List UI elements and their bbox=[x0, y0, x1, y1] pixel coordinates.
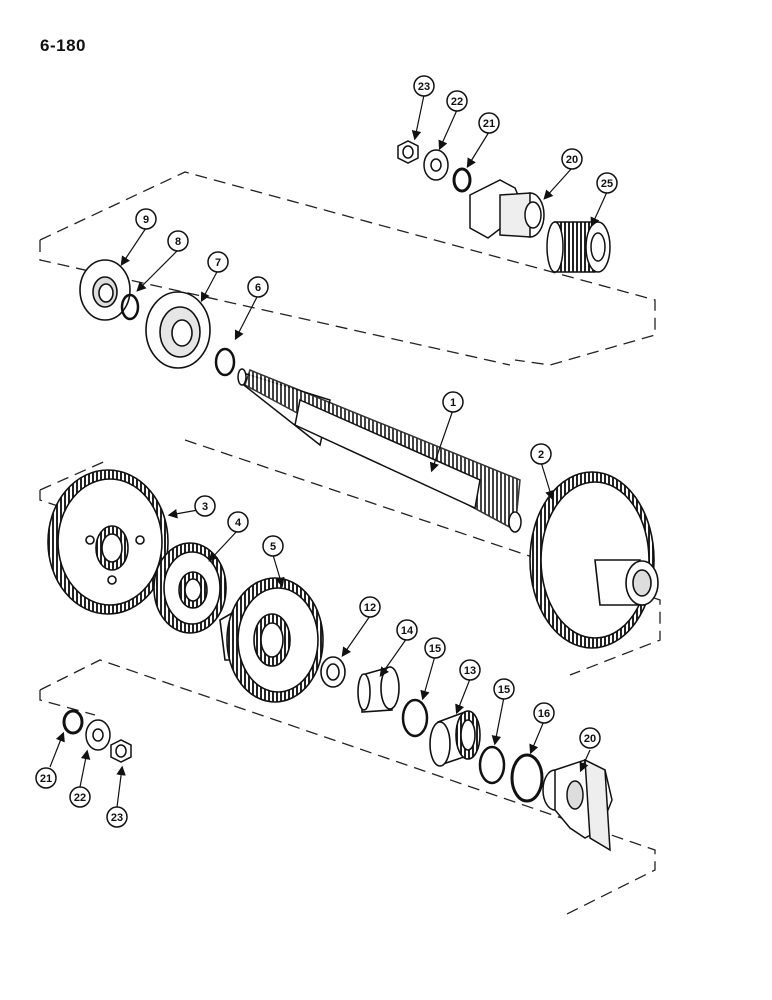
svg-text:20: 20 bbox=[566, 154, 578, 166]
part-25-spline-coupler bbox=[546, 221, 611, 273]
svg-text:8: 8 bbox=[175, 236, 181, 248]
part-3-gear bbox=[47, 469, 169, 615]
callout-5: 5 bbox=[262, 535, 284, 557]
svg-text:2: 2 bbox=[538, 449, 544, 461]
svg-text:13: 13 bbox=[464, 665, 476, 677]
callout-21-lower: 21 bbox=[35, 767, 57, 789]
svg-text:15: 15 bbox=[498, 684, 510, 696]
callout-6: 6 bbox=[247, 276, 269, 298]
callout-14: 14 bbox=[396, 619, 418, 641]
callout-8: 8 bbox=[167, 230, 189, 252]
page-number: 6-180 bbox=[40, 36, 86, 55]
part-20-yoke-top bbox=[469, 179, 545, 239]
part-2-large-gear bbox=[529, 471, 659, 649]
part-21-seal-lower bbox=[62, 709, 84, 735]
svg-text:20: 20 bbox=[584, 733, 596, 745]
part-15-snap-ring-b bbox=[478, 745, 506, 785]
svg-text:3: 3 bbox=[202, 501, 208, 513]
part-6-snap-ring bbox=[214, 347, 236, 377]
svg-text:23: 23 bbox=[418, 81, 430, 93]
svg-text:22: 22 bbox=[74, 792, 86, 804]
callout-25: 25 bbox=[596, 172, 618, 194]
callout-21: 21 bbox=[478, 112, 500, 134]
callout-4: 4 bbox=[227, 511, 249, 533]
part-12-washer bbox=[320, 656, 346, 688]
part-20-yoke-lower bbox=[542, 758, 613, 852]
part-13-needle-bearing bbox=[429, 710, 481, 767]
callout-7: 7 bbox=[207, 251, 229, 273]
svg-text:23: 23 bbox=[111, 812, 123, 824]
part-9-seal bbox=[79, 259, 131, 321]
part-23-nut-top bbox=[397, 140, 419, 164]
svg-text:9: 9 bbox=[143, 214, 149, 226]
part-22-washer-top bbox=[423, 149, 449, 181]
svg-text:14: 14 bbox=[401, 625, 414, 637]
callout-15-b: 15 bbox=[493, 678, 515, 700]
callout-22-lower: 22 bbox=[69, 786, 91, 808]
svg-text:1: 1 bbox=[450, 397, 456, 409]
callout-23-lower: 23 bbox=[106, 806, 128, 828]
callout-20: 20 bbox=[561, 148, 583, 170]
callout-9: 9 bbox=[135, 208, 157, 230]
group-outline-lower bbox=[39, 659, 656, 916]
callout-13: 13 bbox=[459, 659, 481, 681]
callout-2: 2 bbox=[530, 443, 552, 465]
group-outline-upper bbox=[39, 171, 656, 366]
svg-text:25: 25 bbox=[601, 178, 613, 190]
svg-text:16: 16 bbox=[538, 708, 550, 720]
callout-16: 16 bbox=[533, 702, 555, 724]
callout-1: 1 bbox=[442, 391, 464, 413]
part-1-main-shaft bbox=[237, 368, 522, 533]
part-15-snap-ring-a bbox=[401, 698, 429, 738]
part-22-washer-lower bbox=[85, 719, 111, 751]
svg-text:6: 6 bbox=[255, 282, 261, 294]
callout-23: 23 bbox=[413, 75, 435, 97]
svg-text:21: 21 bbox=[483, 118, 495, 130]
part-7-bearing bbox=[145, 291, 211, 369]
callout-20-lower: 20 bbox=[579, 727, 601, 749]
svg-text:5: 5 bbox=[270, 541, 276, 553]
part-16-seal-ring bbox=[510, 753, 544, 803]
part-8-snap-ring bbox=[120, 293, 140, 321]
svg-text:22: 22 bbox=[451, 96, 463, 108]
svg-text:12: 12 bbox=[364, 602, 376, 614]
part-5-gear-hub bbox=[219, 577, 324, 703]
svg-text:7: 7 bbox=[215, 257, 221, 269]
part-23-nut-lower bbox=[110, 739, 132, 763]
part-14-sleeve bbox=[357, 665, 400, 713]
callouts: 23 22 21 20 25 9 8 7 6 1 2 3 4 5 12 14 1… bbox=[35, 75, 618, 828]
callout-3: 3 bbox=[194, 495, 216, 517]
leader-lines bbox=[49, 94, 608, 808]
svg-text:4: 4 bbox=[235, 517, 242, 529]
part-4-small-gear bbox=[153, 542, 227, 634]
svg-text:15: 15 bbox=[429, 643, 441, 655]
part-21-seal-top bbox=[452, 167, 472, 193]
callout-15-a: 15 bbox=[424, 637, 446, 659]
callout-12: 12 bbox=[359, 596, 381, 618]
callout-22: 22 bbox=[446, 90, 468, 112]
svg-text:21: 21 bbox=[40, 773, 52, 785]
